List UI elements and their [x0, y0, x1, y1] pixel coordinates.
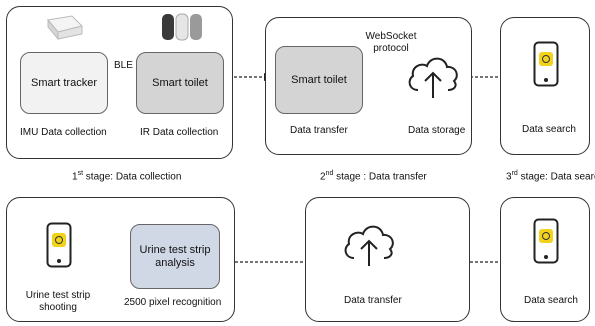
stage2-transfer-caption: Data transfer	[290, 125, 348, 136]
stage2-title: 2nd stage : Data transfer	[320, 168, 427, 183]
stage3-title-number: 3	[506, 171, 512, 183]
strip-analysis-box: Urine test strip analysis	[130, 224, 220, 289]
smart-tracker-label: Smart tracker	[30, 76, 97, 89]
strip-shooting-phone-icon	[46, 222, 72, 268]
strip-shooting-line1: Urine test strip	[25, 290, 91, 301]
ble-label: BLE	[114, 60, 133, 71]
smart-tracker-device-icon	[47, 15, 83, 40]
stage1-title-sup: st	[77, 170, 84, 177]
stage1-title-number: 1	[72, 171, 78, 183]
analysis-line1: Urine test strip	[139, 243, 211, 256]
cloud-upload-icon	[408, 57, 458, 98]
stage3-title: 3rd stage: Data search	[506, 168, 595, 183]
smart-toilet-label: Smart toilet	[152, 76, 208, 89]
stage2-panel	[265, 17, 472, 155]
pixel-caption: 2500 pixel recognition	[124, 297, 222, 308]
stage2-title-sup: nd	[325, 170, 334, 177]
smart-toilet-box: Smart toilet	[136, 52, 224, 114]
websocket-label: WebSocket protocol	[360, 31, 422, 55]
row2-smartphone-app-icon	[533, 218, 559, 264]
websocket-line1: WebSocket	[365, 31, 417, 42]
smart-tracker-box: Smart tracker	[20, 52, 108, 114]
smartphone-app-icon	[533, 41, 559, 87]
ir-caption: IR Data collection	[140, 127, 219, 138]
row2-search-caption: Data search	[524, 295, 578, 306]
stage2-smart-toilet-box: Smart toilet	[275, 46, 363, 114]
strip-shooting-line2: shooting	[39, 302, 77, 313]
stage2-storage-caption: Data storage	[408, 125, 466, 136]
stage2-smart-toilet-label: Smart toilet	[291, 73, 347, 86]
smart-toilet-device-icon	[162, 13, 202, 41]
row2-transfer-panel	[305, 197, 470, 322]
row2-cloud-upload-icon	[344, 225, 394, 266]
stage2-title-text: stage : Data transfer	[333, 171, 427, 183]
row2-transfer-caption: Data transfer	[344, 295, 402, 306]
websocket-line2: protocol	[373, 43, 409, 54]
stage2-title-number: 2	[320, 171, 326, 183]
analysis-line2: analysis	[155, 256, 195, 269]
stage3-title-text: stage: Data search	[520, 171, 595, 183]
stage3-title-sup: rd	[511, 170, 518, 177]
stage3-search-caption: Data search	[522, 124, 576, 135]
stage1-title-text: stage: Data collection	[83, 171, 182, 183]
imu-caption: IMU Data collection	[20, 127, 107, 138]
strip-shooting-caption: Urine test strip shooting	[10, 290, 106, 314]
stage1-title: 1st stage: Data collection	[72, 168, 181, 183]
